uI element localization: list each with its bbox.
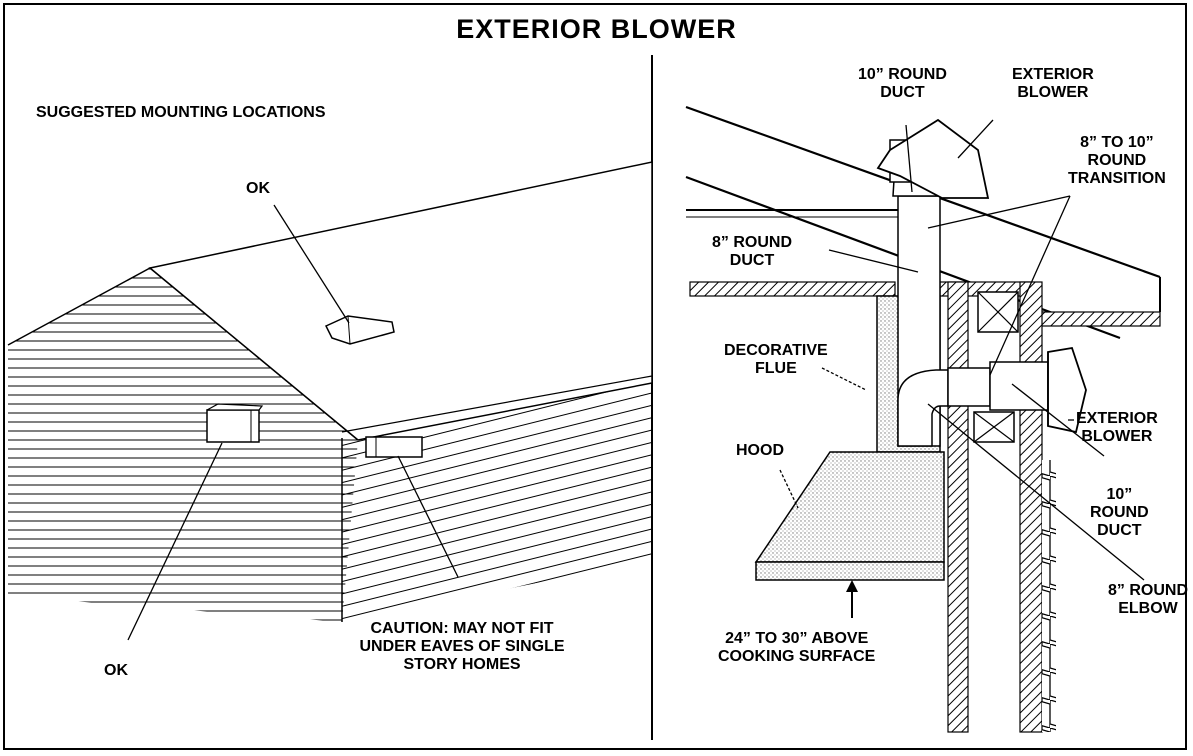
wall-blower bbox=[206, 403, 264, 443]
page-title: EXTERIOR BLOWER bbox=[456, 14, 737, 44]
range-hood bbox=[754, 451, 945, 581]
mounting-heading: SUGGESTED MOUNTING LOCATIONS bbox=[36, 104, 326, 121]
eave-blower bbox=[365, 436, 423, 458]
duct-10in-side bbox=[989, 361, 1049, 411]
ok-roof-label: OK bbox=[246, 180, 270, 197]
ok-wall-label: OK bbox=[104, 662, 128, 679]
diagram-frame bbox=[3, 3, 1187, 750]
roof-exterior-blower bbox=[876, 118, 990, 199]
house-illustration bbox=[7, 161, 653, 622]
hood-label: HOOD bbox=[736, 442, 784, 459]
roof-blower bbox=[324, 315, 395, 345]
blocking bbox=[973, 291, 1019, 443]
